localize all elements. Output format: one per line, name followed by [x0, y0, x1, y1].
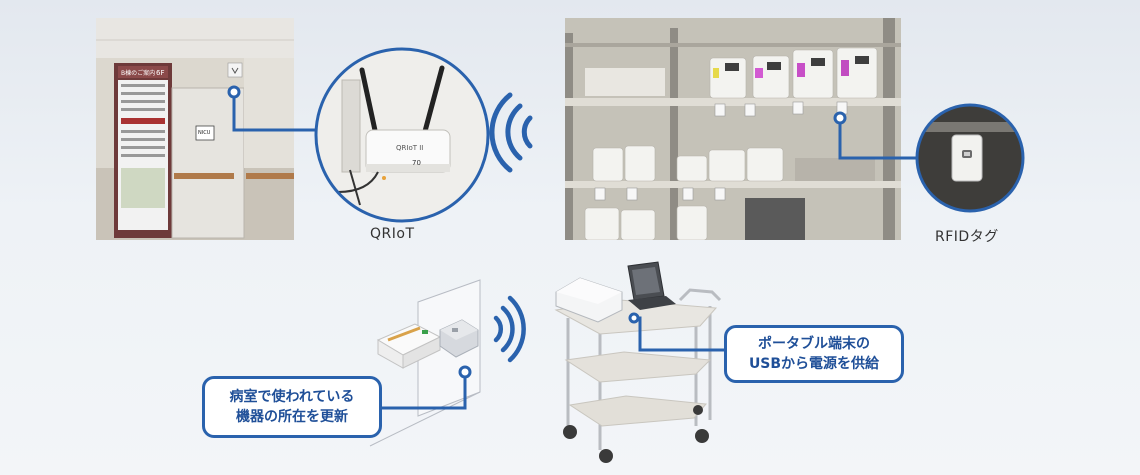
cart-location-dot — [628, 312, 640, 324]
room-leader-line — [380, 372, 467, 410]
tag-caption: RFIDタグ — [935, 229, 999, 245]
tag-magnifier — [915, 103, 1025, 213]
reader-leader-line — [232, 92, 325, 132]
reader-magnifier: QRIoT II 70 — [314, 47, 490, 223]
syringe-pump-illustration — [376, 323, 442, 369]
room-location-dot — [458, 365, 472, 379]
room-callout-line-2: 機器の所在を更新 — [236, 409, 348, 425]
rfid-tag-illustration — [439, 319, 479, 358]
reader-caption: QRIoT — [370, 226, 415, 242]
wall-panel-illustration — [369, 279, 481, 447]
reader-location-dot — [227, 85, 241, 99]
tag-location-dot — [833, 111, 847, 125]
room-update-callout: 病室で使われている 機器の所在を更新 — [202, 376, 382, 438]
reader-device-number: 70 — [412, 159, 421, 167]
room-callout-line-1: 病室で使われている — [229, 389, 355, 405]
nicu-sign: NICU — [198, 130, 211, 136]
reader-device-label: QRIoT II — [396, 144, 423, 152]
portable-power-callout: ポータブル端末の USBから電源を供給 — [724, 325, 904, 383]
floor-sign-floor: 6F — [156, 69, 164, 77]
portable-callout-line-2: USBから電源を供給 — [748, 356, 880, 372]
wireless-waves-top — [489, 92, 533, 173]
equipment-shelf-photo — [565, 18, 901, 240]
cart-illustration — [554, 261, 722, 463]
floor-sign-title: B棟のご案内 — [121, 69, 155, 77]
wireless-waves-bottom — [493, 295, 526, 363]
portable-callout-line-1: ポータブル端末の — [758, 336, 870, 352]
tag-leader-line — [838, 118, 920, 160]
